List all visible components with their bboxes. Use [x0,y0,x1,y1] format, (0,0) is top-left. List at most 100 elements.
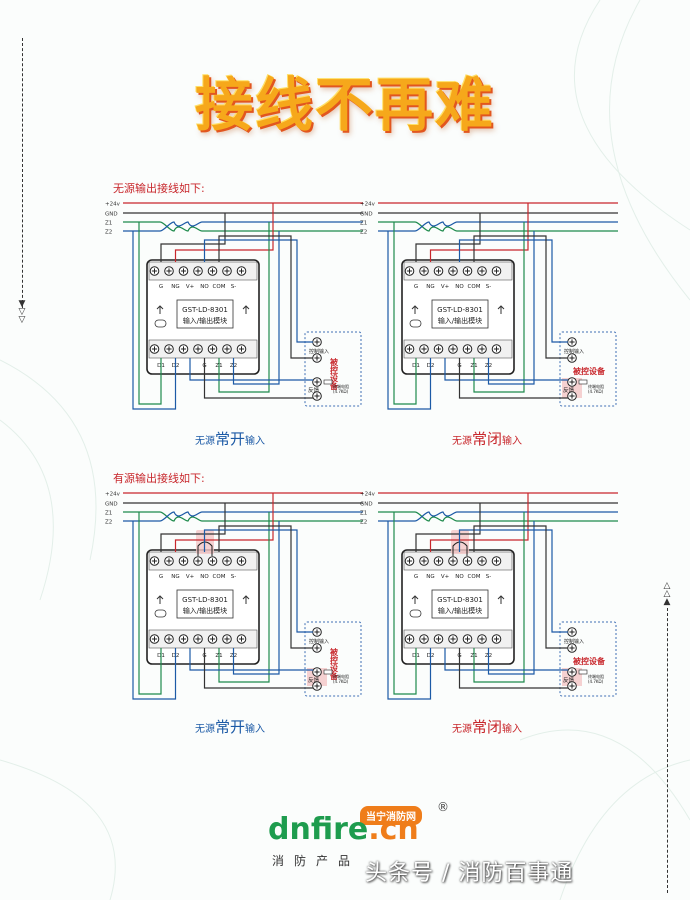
device-screw-cross [569,379,575,385]
top-screw-cross [493,268,500,274]
control-input-label: 控制输入 [309,348,329,355]
controlled-device-label: 被控设备 [329,647,339,681]
left-dashed-guide [22,38,23,308]
device-screw-cross [314,355,320,361]
bottom-screw-cross [151,346,158,352]
top-screw-cross [166,268,172,274]
bus-z1 [378,221,618,232]
bottom-screw-cross [238,346,245,352]
bottom-screw-cross [180,636,187,642]
top-terminal-label: NO [200,574,209,580]
module-label-box [431,299,489,329]
section-label-active: 有源输出接线如下: [113,472,205,485]
bottom-screw-cross [224,636,230,642]
controlled-device-box [304,331,362,407]
top-screw-cross [151,268,158,274]
wire-no-ctrl [203,239,313,343]
wire-no-ctrl [458,529,568,633]
top-screw-cross [195,558,201,564]
top-terminal-label: G [159,284,163,290]
led-window [154,319,167,328]
top-screw-cross [238,558,245,564]
top-screw-cross [493,558,500,564]
top-terminal-label: COM [468,574,481,580]
top-terminal-strip [403,261,513,281]
bottom-terminal-strip [403,629,513,649]
section-label-passive: 无源输出接线如下: [113,182,205,195]
top-screw-cross [180,558,187,564]
top-terminal-label: COM [213,574,226,580]
bottom-terminal-strip [148,629,258,649]
top-screw-cross [224,268,230,274]
top-screw-cross [406,268,413,274]
device-screw-cross [569,339,575,345]
top-terminal-strip [148,261,258,281]
bus-z2 [378,221,618,232]
module-model: GST-LD-8301 [437,596,483,604]
module-name: 输入/输出模块 [183,316,227,325]
wire-ng-24v [174,493,274,552]
top-screw-cross [238,268,245,274]
wire-com-ctrl [473,235,568,359]
caption-active-nc: 无源常闭输入 [452,718,523,736]
top-terminal-label: S- [486,574,491,580]
module-model: GST-LD-8301 [437,306,483,314]
resistor-label: 终端电阻 [333,383,349,389]
device-screw-cross [569,645,575,651]
top-terminal-label: G [414,284,418,290]
resistor-value: (4.7KΩ) [333,389,349,394]
module-name: 输入/输出模块 [183,606,227,615]
device-screw-cross [314,683,320,689]
wire-z2 [232,521,280,675]
registered-mark: ® [437,800,449,814]
wire-com-ctrl [218,525,313,649]
control-input-label: 控制输入 [309,638,329,645]
led-window [409,319,422,328]
resistor-icon [578,379,588,385]
top-screw-cross [195,268,201,274]
bottom-screw-cross [151,636,158,642]
wire-g-gnd [415,503,481,552]
wire-i-feedback [444,358,568,381]
bus-z2 [123,221,363,232]
wire-g-feedback [458,358,568,399]
bottom-screw-cross [224,346,230,352]
device-screw-cross [569,393,575,399]
top-terminal-label: V+ [441,574,450,580]
brand-badge: 当宁消防网 [360,806,422,825]
control-input-label: 控制输入 [564,638,584,645]
bottom-terminal-strip [403,339,513,359]
bus-24v-label: +24v [360,492,376,498]
top-terminal-label: NO [455,574,464,580]
wire-i-feedback [189,358,313,381]
bus-z2-label: Z2 [360,230,367,236]
wire-no-ctrl [458,239,568,343]
arrow-up-icon [242,595,250,604]
device-screw-cross [314,393,320,399]
top-terminal-label: NG [171,284,179,290]
bus-24v-label: +24v [360,202,376,208]
bus-z2-label: Z2 [360,520,367,526]
right-up-arrows-icon: △△▲ [663,581,671,607]
watermark-text: 头条号 / 消防百事通 [365,861,574,886]
wire-com-ctrl [473,525,568,649]
feedback-label: 反馈 [563,386,575,394]
resistor-value: (4.7KΩ) [588,389,604,394]
module-label-box [431,589,489,619]
feedback-highlight [307,668,327,686]
bottom-screw-cross [238,636,245,642]
bottom-screw-cross [464,346,471,352]
top-screw-cross [435,558,442,564]
brand-slogan: 消防产品 [272,854,361,868]
bus-z1-label: Z1 [105,221,112,227]
top-screw-cross [209,558,216,564]
module-label-box [176,589,234,619]
bus-z1 [378,511,618,522]
feedback-highlight [562,378,582,398]
device-screw-cross [314,379,320,385]
bus-z1 [123,511,363,522]
top-screw-cross [406,558,413,564]
bottom-screw-cross [464,636,471,642]
